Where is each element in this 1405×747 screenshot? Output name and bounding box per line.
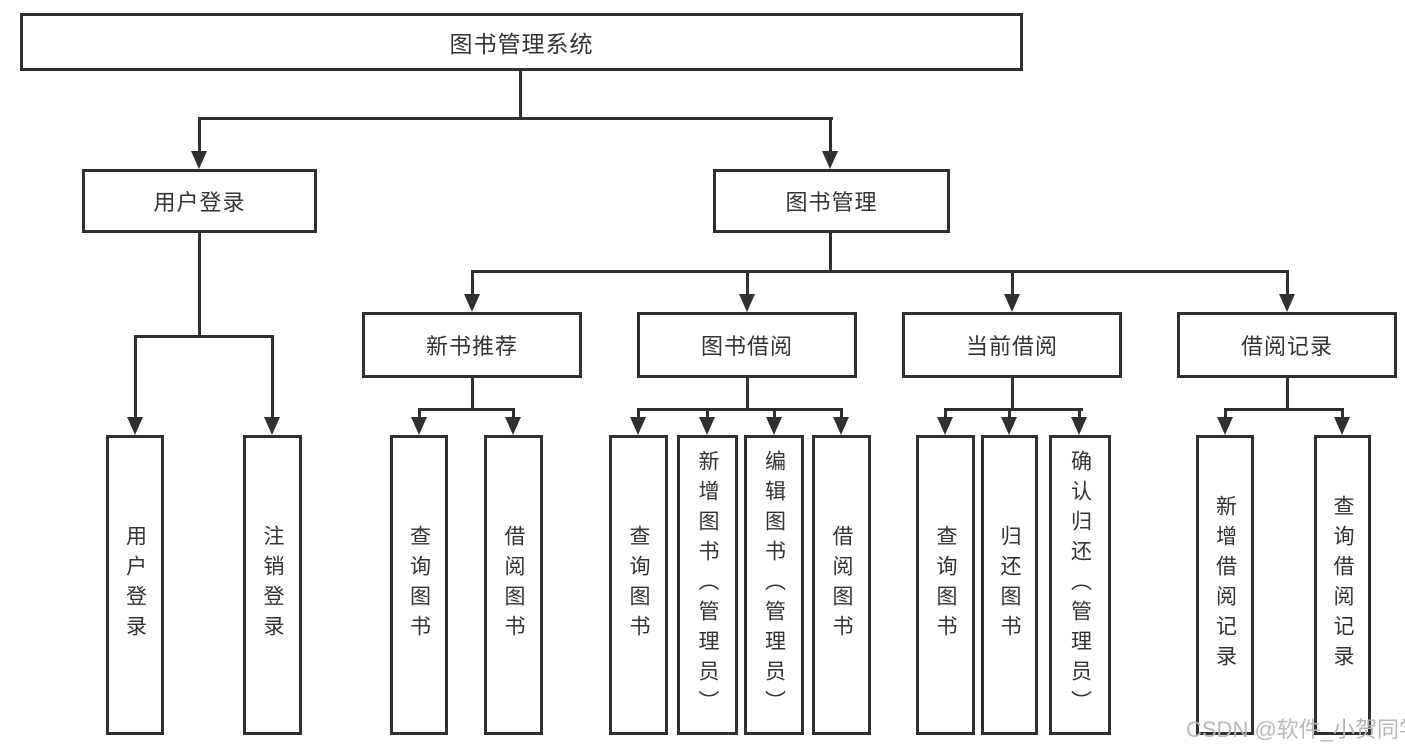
- connector-bookborrow-trunk: [746, 378, 749, 411]
- arrowhead-book-management: [822, 151, 838, 169]
- connector-stub: [840, 408, 843, 419]
- connector-currentborrow-trunk: [1011, 378, 1014, 411]
- leaf-query-books-borrowing: 查询图书: [609, 435, 668, 735]
- arrowhead: [766, 417, 782, 435]
- arrowhead: [1334, 417, 1350, 435]
- arrowhead-new-books: [464, 294, 480, 312]
- connector-stub: [1224, 408, 1227, 419]
- connector-bookborrow-branch: [637, 408, 843, 411]
- connector-newbooks-trunk: [471, 378, 474, 411]
- node-user-login: 用户登录: [82, 169, 317, 233]
- node-new-book-recommend: 新书推荐: [362, 312, 582, 378]
- connector-newbooks-branch: [418, 408, 515, 411]
- leaf-label: 确认归还（管理员）: [1068, 450, 1092, 720]
- leaf-query-borrow-record: 查询借阅记录: [1314, 435, 1371, 735]
- leaf-label: 归还图书: [998, 525, 1021, 645]
- connector-stub: [637, 408, 640, 419]
- leaf-label: 查询图书: [407, 525, 431, 645]
- arrowhead: [937, 417, 953, 435]
- connector-stub: [1341, 408, 1344, 419]
- leaf-label: 查询图书: [627, 525, 650, 645]
- connector-currentborrow-branch: [944, 408, 1083, 411]
- connector-stub: [706, 408, 709, 419]
- leaf-logout: 注销登录: [243, 435, 302, 735]
- leaf-user-login: 用户登录: [106, 435, 164, 735]
- connector-stub: [773, 408, 776, 419]
- connector-stub: [944, 408, 947, 419]
- connector-stub: [418, 408, 421, 419]
- connector-userlogin-trunk: [198, 233, 201, 338]
- connector-bookmgmt-trunk: [829, 233, 832, 273]
- arrowhead: [833, 417, 849, 435]
- leaf-label: 编辑图书（管理员）: [762, 450, 786, 720]
- connector-stub-login: [134, 335, 137, 419]
- connector-root-trunk: [519, 71, 522, 120]
- connector-stub-new-books: [471, 270, 474, 296]
- leaf-return-books: 归还图书: [981, 435, 1038, 735]
- leaf-label: 注销登录: [261, 525, 284, 645]
- node-book-borrowing: 图书借阅: [637, 312, 857, 378]
- connector-stub-borrow-records: [1286, 270, 1289, 296]
- leaf-query-books-recommend: 查询图书: [390, 435, 448, 735]
- connector-root-branch: [198, 117, 833, 120]
- leaf-borrow-books-recommend: 借阅图书: [484, 435, 543, 735]
- node-library-management-system: 图书管理系统: [20, 13, 1023, 71]
- leaf-add-borrow-record: 新增借阅记录: [1196, 435, 1254, 735]
- leaf-add-books-admin: 新增图书（管理员）: [677, 435, 738, 735]
- leaf-edit-books-admin: 编辑图书（管理员）: [744, 435, 804, 735]
- connector-stub-user-login: [198, 117, 201, 153]
- arrowhead: [1001, 417, 1017, 435]
- leaf-borrow-books: 借阅图书: [812, 435, 871, 735]
- connector-stub: [1008, 408, 1011, 419]
- leaf-label: 借阅图书: [502, 525, 525, 645]
- arrowhead-current-borrow: [1004, 294, 1020, 312]
- connector-stub-book-management: [829, 117, 832, 153]
- leaf-query-books-current: 查询图书: [916, 435, 975, 735]
- arrowhead: [505, 417, 521, 435]
- csdn-watermark: CSDN @软件_小贺同学: [1186, 717, 1405, 742]
- arrowhead: [411, 417, 427, 435]
- leaf-label: 用户登录: [123, 525, 147, 645]
- leaf-label: 新增图书（管理员）: [696, 450, 719, 720]
- connector-stub: [512, 408, 515, 419]
- leaf-label: 借阅图书: [830, 525, 853, 645]
- arrowhead: [699, 417, 715, 435]
- connector-bookmgmt-branch: [471, 270, 1289, 273]
- leaf-label: 查询借阅记录: [1331, 495, 1354, 675]
- leaf-label: 新增借阅记录: [1213, 495, 1237, 675]
- node-book-management: 图书管理: [713, 169, 950, 233]
- arrowhead-borrow-records: [1279, 294, 1295, 312]
- arrowhead: [630, 417, 646, 435]
- connector-stub-current-borrow: [1011, 270, 1014, 296]
- connector-userlogin-branch: [134, 335, 274, 338]
- arrowhead: [1217, 417, 1233, 435]
- node-borrowing-records: 借阅记录: [1177, 312, 1397, 378]
- node-current-borrowing: 当前借阅: [902, 312, 1122, 378]
- connector-records-branch: [1224, 408, 1344, 411]
- connector-stub: [1078, 408, 1081, 419]
- connector-records-trunk: [1286, 378, 1289, 411]
- arrowhead: [1071, 417, 1087, 435]
- arrowhead-login: [127, 417, 143, 435]
- leaf-label: 查询图书: [934, 525, 957, 645]
- arrowhead-user-login: [191, 151, 207, 169]
- leaf-confirm-return-admin: 确认归还（管理员）: [1049, 435, 1111, 735]
- connector-stub-book-borrow: [746, 270, 749, 296]
- arrowhead-logout: [264, 417, 280, 435]
- connector-stub-logout: [271, 335, 274, 419]
- arrowhead-book-borrow: [739, 294, 755, 312]
